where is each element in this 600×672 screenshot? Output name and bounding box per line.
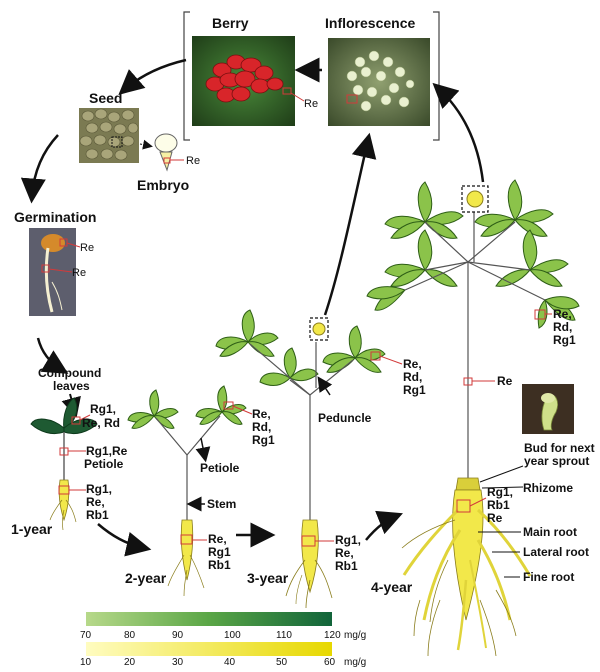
1year-petiole-label-2: Petiole	[84, 457, 124, 471]
legend-yellow-tick: 60	[324, 657, 336, 667]
legend-yellow-tick: 20	[124, 657, 136, 667]
legend-green-tick: 80	[124, 630, 136, 641]
plant-3year-root	[286, 520, 334, 608]
4year-label: 4-year	[371, 579, 413, 595]
2year-root-label-2: Rg1	[208, 545, 231, 559]
seed-photo	[79, 108, 139, 163]
plant-2year-leaves	[128, 386, 246, 428]
germination-title: Germination	[14, 209, 96, 225]
berry-photo	[192, 36, 304, 126]
seed-title: Seed	[89, 90, 122, 106]
arrow-3year-to-inflorescence	[325, 140, 368, 315]
lateral-root-label: Lateral root	[523, 545, 589, 559]
legend-yellow-tick: 40	[224, 657, 236, 667]
1year-root-label-3: Rb1	[86, 508, 109, 522]
germination-re-label-2: Re	[72, 267, 86, 279]
3year-root-label-2: Re,	[335, 546, 354, 560]
legend-green-tick: 100	[224, 630, 241, 641]
bud-photo	[522, 384, 574, 434]
plant-4year-root	[402, 478, 530, 656]
embryo-title: Embryo	[137, 177, 189, 193]
legend-green-tick: 120	[324, 630, 341, 641]
1year-root-label-1: Rg1,	[86, 482, 112, 496]
arrow-4year-to-inflorescence	[438, 88, 483, 182]
bud-label-2: year sprout	[524, 454, 589, 468]
embryo-drawing	[155, 134, 184, 170]
2year-leaf-label-3: Rg1	[252, 433, 275, 447]
3year-leaf-label-3: Rg1	[403, 383, 426, 397]
4year-leaf-label-1: Re,	[553, 307, 572, 321]
rhizome-label: Rhizome	[523, 481, 573, 495]
2year-root-label-1: Re,	[208, 532, 227, 546]
arrow-seed-to-germination	[32, 135, 58, 196]
3year-root-label-1: Rg1,	[335, 533, 361, 547]
2year-root-label-3: Rb1	[208, 558, 231, 572]
main-root-label: Main root	[523, 525, 577, 539]
3year-leaf-label-1: Re,	[403, 357, 422, 371]
plant-3year-leaves	[216, 310, 385, 385]
1year-leaf-label-1: Rg1,	[90, 402, 116, 416]
fine-root-label: Fine root	[523, 570, 574, 584]
legend-yellow-unit: mg/g	[344, 657, 366, 667]
2year-petiole-label: Petiole	[200, 461, 240, 475]
1year-root-label-2: Re,	[86, 495, 105, 509]
germination-re-label-1: Re	[80, 242, 94, 254]
1year-petiole-label-1: Rg1,Re	[86, 444, 128, 458]
legend-yellow-tick: 30	[172, 657, 184, 667]
4year-leaf-label-2: Rd,	[553, 320, 572, 334]
legend-green-tick: 90	[172, 630, 184, 641]
arrow-3year-to-4year	[366, 516, 396, 540]
4year-leaf-label-3: Rg1	[553, 333, 576, 347]
compound-leaves-title-1: Compound	[38, 366, 101, 380]
legend-green: 70 80 90 100 110 120 mg/g	[80, 612, 366, 641]
embryo-re-label: Re	[186, 155, 200, 167]
2year-leaf-label-1: Re,	[252, 407, 271, 421]
3year-label: 3-year	[247, 570, 289, 586]
4year-stem-re-label: Re	[497, 374, 513, 388]
3year-peduncle-label: Peduncle	[318, 411, 372, 425]
plant-2year-root	[168, 520, 207, 596]
legend-yellow-tick: 50	[276, 657, 288, 667]
berry-re-label: Re	[304, 98, 318, 110]
legend-green-unit: mg/g	[344, 630, 366, 641]
2year-label: 2-year	[125, 570, 167, 586]
legend-green-tick: 110	[276, 630, 292, 641]
plant-1year-root	[50, 480, 86, 530]
arrow-berry-to-seed	[124, 60, 186, 90]
legend-green-tick: 70	[80, 630, 92, 641]
legend-yellow-tick: 10	[80, 657, 92, 667]
legend-yellow: 10 20 30 40 50 60 mg/g	[80, 642, 366, 667]
2year-stem-label: Stem	[207, 497, 236, 511]
berry-title: Berry	[212, 15, 249, 31]
inflorescence-title: Inflorescence	[325, 15, 415, 31]
compound-leaves-title-2: leaves	[53, 379, 90, 393]
bud-label-1: Bud for next	[524, 441, 595, 455]
inflorescence-photo	[328, 38, 430, 126]
1year-label: 1-year	[11, 521, 53, 537]
arrow-1year-to-2year	[98, 524, 144, 548]
4year-rhizome-label-3: Re	[487, 511, 503, 525]
arrow-seed-to-embryo	[140, 144, 150, 146]
2year-leaf-label-2: Rd,	[252, 420, 271, 434]
1year-leaf-label-2: Re, Rd	[82, 416, 120, 430]
4year-rhizome-label-2: Rb1	[487, 498, 510, 512]
3year-root-label-3: Rb1	[335, 559, 358, 573]
3year-leaf-label-2: Rd,	[403, 370, 422, 384]
